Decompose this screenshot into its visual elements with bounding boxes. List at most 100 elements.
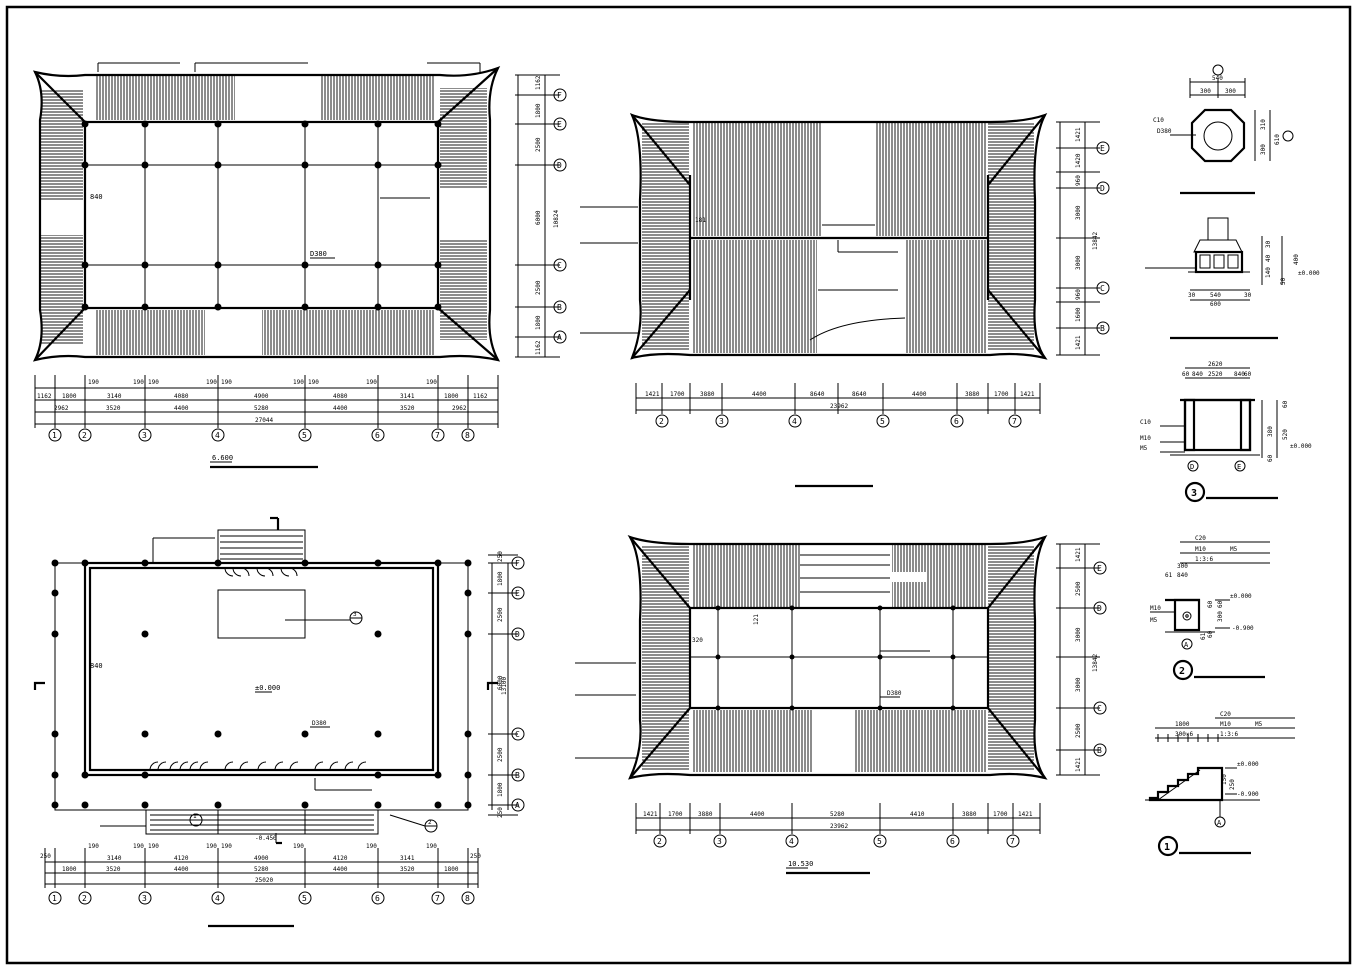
side-dim-ticks bbox=[1056, 121, 1100, 356]
svg-text:3000: 3000 bbox=[1075, 677, 1082, 692]
svg-text:M5: M5 bbox=[1140, 445, 1148, 452]
svg-text:61: 61 bbox=[1200, 632, 1207, 640]
svg-text:181: 181 bbox=[695, 217, 706, 224]
svg-text:23962: 23962 bbox=[830, 823, 848, 830]
svg-text:10.530: 10.530 bbox=[788, 860, 813, 868]
svg-text:190: 190 bbox=[88, 379, 99, 386]
columns bbox=[81, 120, 442, 311]
svg-text:6000: 6000 bbox=[497, 675, 504, 690]
side-dim-1: 1162 bbox=[535, 75, 542, 90]
svg-text:8: 8 bbox=[465, 431, 470, 440]
svg-text:960: 960 bbox=[1075, 175, 1082, 186]
svg-text:25020: 25020 bbox=[255, 877, 273, 884]
svg-text:-0.450: -0.450 bbox=[255, 835, 277, 842]
svg-text:4: 4 bbox=[215, 894, 220, 903]
svg-text:A: A bbox=[557, 333, 562, 342]
svg-text:M10: M10 bbox=[1220, 721, 1231, 728]
svg-text:E: E bbox=[1097, 564, 1102, 573]
roof-hatch-left-bottom bbox=[41, 235, 83, 345]
roof-hatch-right-top bbox=[440, 88, 487, 188]
svg-text:840: 840 bbox=[1192, 371, 1203, 378]
svg-text:600: 600 bbox=[1210, 301, 1221, 308]
svg-text:1800: 1800 bbox=[62, 393, 77, 400]
svg-text:A: A bbox=[1217, 819, 1222, 827]
svg-text:F: F bbox=[557, 91, 562, 100]
side-dim-3: 2500 bbox=[535, 137, 542, 152]
label-840: 840 bbox=[90, 193, 103, 201]
svg-text:4: 4 bbox=[789, 837, 794, 846]
svg-text:4: 4 bbox=[215, 431, 220, 440]
svg-text:D: D bbox=[1190, 463, 1194, 471]
svg-text:250: 250 bbox=[470, 853, 481, 860]
svg-text:E: E bbox=[1100, 144, 1105, 153]
column-detail: 540 300 300 C10 D380 310 300 610 30 540 … bbox=[1145, 64, 1320, 340]
svg-text:4120: 4120 bbox=[333, 855, 348, 862]
svg-text:1420: 1420 bbox=[1075, 153, 1082, 168]
svg-text:B: B bbox=[515, 771, 520, 780]
upper-hatch-left bbox=[692, 123, 822, 236]
svg-text:3000: 3000 bbox=[1075, 205, 1082, 220]
svg-text:1800: 1800 bbox=[497, 571, 504, 586]
svg-text:C10: C10 bbox=[1153, 117, 1164, 124]
svg-text:C: C bbox=[515, 730, 520, 739]
svg-text:1421: 1421 bbox=[1075, 335, 1082, 350]
svg-text:121: 121 bbox=[753, 614, 760, 625]
svg-text:7: 7 bbox=[1010, 837, 1015, 846]
svg-text:250: 250 bbox=[497, 807, 504, 818]
upper-hatch-left bbox=[692, 545, 800, 607]
svg-text:3140: 3140 bbox=[107, 855, 122, 862]
columns bbox=[715, 605, 956, 711]
svg-text:300: 300 bbox=[1260, 144, 1267, 155]
svg-text:1700: 1700 bbox=[670, 391, 685, 398]
svg-text:3140: 3140 bbox=[107, 393, 122, 400]
svg-text:520: 520 bbox=[1282, 429, 1289, 440]
svg-text:1421: 1421 bbox=[1075, 757, 1082, 772]
svg-text:840: 840 bbox=[1234, 371, 1245, 378]
svg-text:60: 60 bbox=[1207, 600, 1214, 608]
lower-hatch-left bbox=[692, 240, 817, 353]
svg-text:1:3:6: 1:3:6 bbox=[1195, 556, 1213, 563]
detail-2: C20 M10 M5 1:3:6 300 61 840 M10 M5 A ±0.… bbox=[1150, 535, 1270, 681]
svg-text:60: 60 bbox=[1267, 454, 1274, 462]
front-steps bbox=[217, 529, 306, 564]
svg-text:A: A bbox=[515, 801, 520, 810]
svg-text:60: 60 bbox=[1182, 371, 1190, 378]
svg-text:M10: M10 bbox=[1195, 546, 1206, 553]
svg-text:±0.000: ±0.000 bbox=[1230, 593, 1252, 600]
roof-hatch-right-bottom bbox=[440, 240, 487, 340]
svg-text:E: E bbox=[1237, 463, 1241, 471]
floor-level: ±0.000 bbox=[255, 684, 280, 692]
columns bbox=[51, 559, 472, 809]
svg-text:C: C bbox=[557, 261, 562, 270]
svg-text:1800: 1800 bbox=[444, 866, 459, 873]
svg-text:7: 7 bbox=[435, 431, 440, 440]
svg-text:1800: 1800 bbox=[1175, 721, 1190, 728]
svg-text:23962: 23962 bbox=[830, 403, 848, 410]
svg-text:D: D bbox=[515, 630, 520, 639]
svg-text:C: C bbox=[1097, 704, 1102, 713]
svg-text:3880: 3880 bbox=[700, 391, 715, 398]
svg-text:400: 400 bbox=[1293, 254, 1300, 265]
svg-text:250: 250 bbox=[497, 551, 504, 562]
octagon-column bbox=[1190, 108, 1246, 163]
svg-text:1: 1 bbox=[193, 813, 197, 820]
svg-text:2500: 2500 bbox=[497, 607, 504, 622]
svg-text:D: D bbox=[1100, 184, 1105, 193]
wall-hatch-right bbox=[988, 545, 1034, 771]
wall-hatch-left bbox=[642, 123, 689, 351]
svg-text:5: 5 bbox=[302, 431, 307, 440]
side-dim-ticks bbox=[1056, 543, 1100, 776]
svg-text:3520: 3520 bbox=[106, 405, 121, 412]
svg-text:±0.000: ±0.000 bbox=[1298, 270, 1320, 277]
svg-text:1162: 1162 bbox=[473, 393, 488, 400]
svg-text:190: 190 bbox=[133, 843, 144, 850]
svg-text:610: 610 bbox=[1274, 134, 1281, 145]
svg-text:2500: 2500 bbox=[1075, 723, 1082, 738]
detail-2-id: 2 bbox=[1179, 666, 1185, 677]
svg-text:50: 50 bbox=[1280, 277, 1287, 285]
detail-1: 1800 300×6 C20 M10 M5 1:3:6 A ±0.000 -0.… bbox=[1145, 711, 1295, 857]
svg-text:7: 7 bbox=[435, 894, 440, 903]
svg-text:C20: C20 bbox=[1220, 711, 1231, 718]
stair-ticks bbox=[1157, 734, 1219, 742]
svg-text:840: 840 bbox=[90, 662, 103, 670]
